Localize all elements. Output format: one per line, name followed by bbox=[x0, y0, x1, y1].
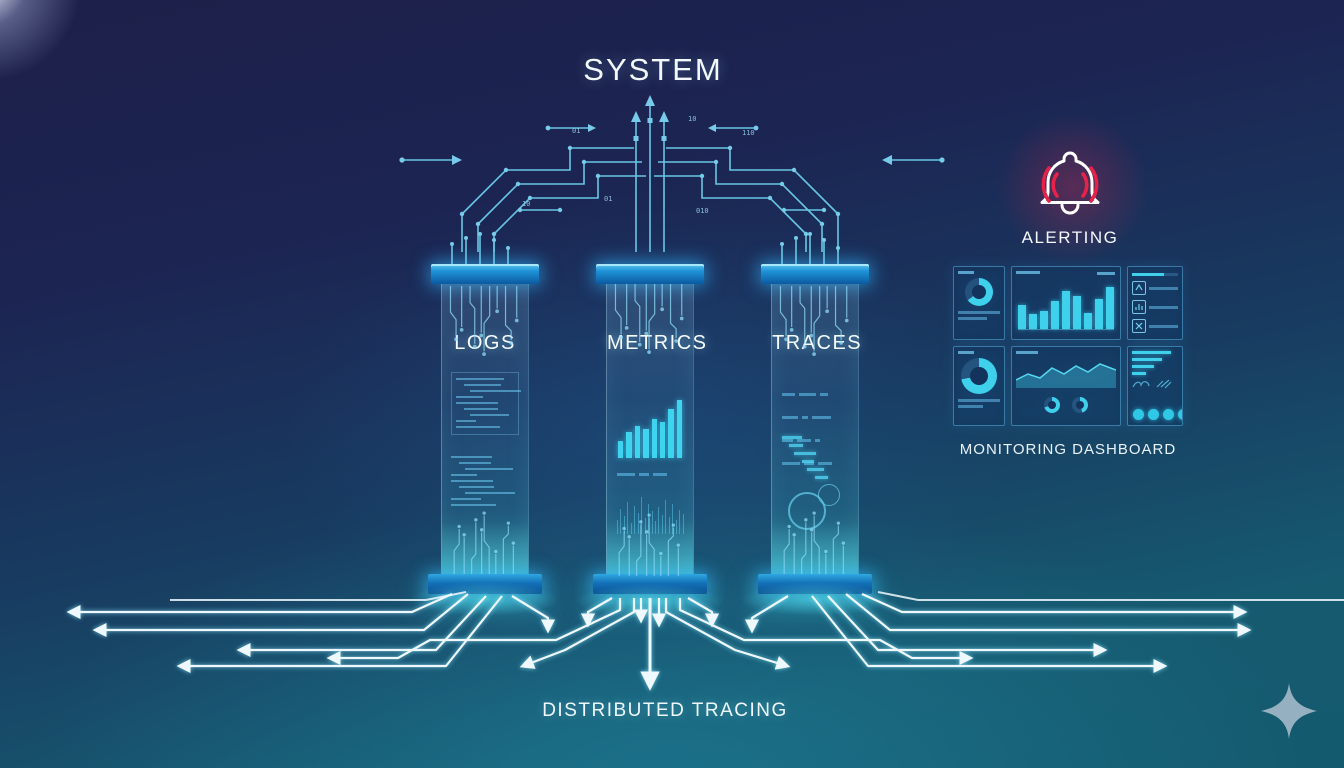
pillar-traces-body: TRACES bbox=[771, 284, 863, 574]
monitoring-dashboard bbox=[953, 266, 1183, 426]
pillar-logs-label: LOGS bbox=[454, 332, 516, 354]
pillar-traces-label: TRACES bbox=[772, 332, 863, 354]
alerting-label: ALERTING bbox=[1021, 228, 1119, 247]
svg-text:10: 10 bbox=[688, 115, 696, 123]
pillar-logs: LOGS bbox=[428, 264, 542, 594]
widget-status-list bbox=[1127, 266, 1183, 340]
gauge-icon bbox=[1132, 281, 1146, 295]
status-dots bbox=[1133, 409, 1182, 420]
dashboard-bar-chart bbox=[1018, 287, 1114, 330]
widget-area-chart bbox=[1011, 346, 1121, 426]
pillar-metrics: METRICS bbox=[593, 264, 708, 594]
distributed-tracing-label: DISTRIBUTED TRACING bbox=[542, 700, 788, 721]
sketch-icons bbox=[1132, 379, 1178, 389]
pillar-glow bbox=[410, 582, 560, 616]
metrics-histogram bbox=[617, 488, 684, 534]
svg-text:01: 01 bbox=[604, 195, 612, 203]
svg-text:110: 110 bbox=[742, 129, 755, 137]
dashboard-label: MONITORING DASHBOARD bbox=[959, 441, 1177, 458]
top-circuit: 01 10 110 01 010 10 bbox=[399, 95, 945, 264]
gauge-ring bbox=[1072, 397, 1089, 413]
trace-waterfall bbox=[782, 436, 848, 484]
log-lines-block bbox=[451, 372, 522, 435]
summary-hbars bbox=[1132, 351, 1178, 375]
sparkle-icon bbox=[1261, 683, 1317, 739]
area-chart bbox=[1015, 363, 1117, 388]
metrics-caption bbox=[617, 466, 683, 484]
svg-text:010: 010 bbox=[696, 207, 709, 215]
chart-icon bbox=[1132, 300, 1146, 314]
metrics-bar-chart bbox=[618, 400, 682, 458]
pillar-logs-body: LOGS bbox=[441, 284, 529, 574]
pillar-logs-cap bbox=[431, 264, 539, 284]
gauge-ring bbox=[1043, 397, 1060, 413]
close-icon bbox=[1132, 319, 1146, 333]
widget-bar-chart bbox=[1011, 266, 1121, 340]
widget-donut-small bbox=[953, 266, 1005, 340]
pillar-metrics-body: METRICS bbox=[606, 284, 708, 574]
pillar-traces-cap bbox=[761, 264, 869, 284]
alert-waves-icon bbox=[1041, 166, 1099, 203]
pillar-glow bbox=[575, 584, 725, 618]
pillar-glow bbox=[740, 582, 890, 616]
trace-span-ring bbox=[818, 484, 840, 506]
trace-text-block bbox=[782, 386, 848, 478]
widget-summary bbox=[1127, 346, 1183, 426]
pillar-metrics-label: METRICS bbox=[607, 332, 708, 354]
log-lines-block bbox=[451, 456, 519, 510]
system-title: SYSTEM bbox=[583, 52, 723, 87]
pillar-metrics-cap bbox=[596, 264, 704, 284]
svg-text:10: 10 bbox=[522, 200, 530, 208]
alert-glow bbox=[988, 108, 1158, 268]
svg-text:01: 01 bbox=[572, 127, 580, 135]
widget-donut-large bbox=[953, 346, 1005, 426]
bell-icon bbox=[1040, 151, 1100, 215]
pillar-traces: TRACES bbox=[758, 264, 872, 594]
